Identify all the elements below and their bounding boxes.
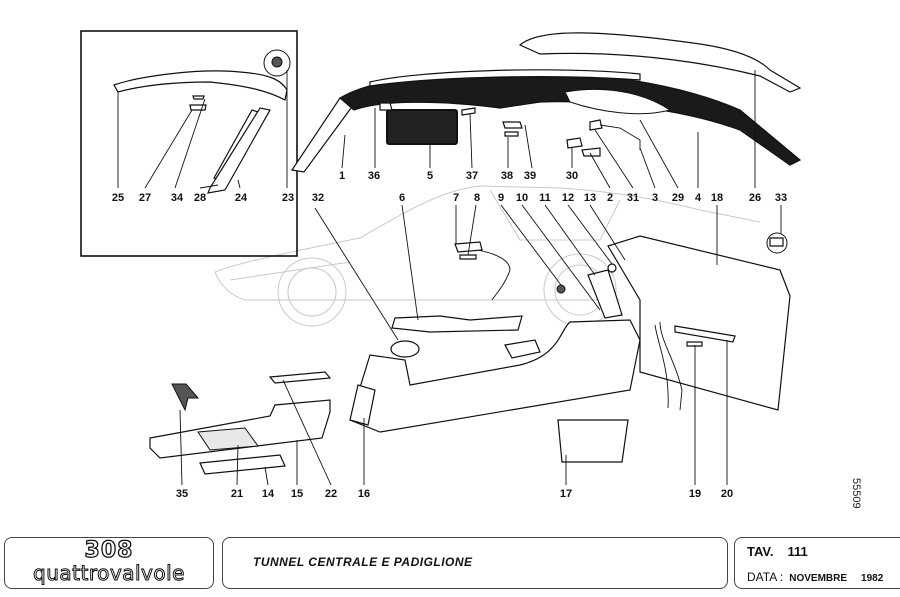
- part-label-31[interactable]: 31: [627, 192, 639, 204]
- part-label-10[interactable]: 10: [516, 192, 528, 204]
- floor-trim-pieces: [149, 371, 332, 475]
- part-label-38[interactable]: 38: [501, 170, 513, 182]
- center-tunnel-console: [349, 241, 641, 433]
- part-label-14[interactable]: 14: [262, 488, 275, 500]
- part-label-20[interactable]: 20: [721, 488, 733, 500]
- part-label-16[interactable]: 16: [358, 488, 370, 500]
- part-label-5[interactable]: 5: [427, 170, 433, 182]
- part-label-32[interactable]: 32: [312, 192, 324, 204]
- exploded-parts-diagram: 1 36 5 37 38 39 30 2 31 3 29 4 18 26 33 …: [80, 30, 802, 500]
- date-month: NOVEMBRE: [789, 573, 848, 584]
- plate-date: DATA : NOVEMBRE 1982: [747, 570, 883, 584]
- title-box: TUNNEL CENTRALE E PADIGLIONE: [222, 537, 728, 589]
- part-label-9[interactable]: 9: [498, 192, 504, 204]
- side-trim-panel: [557, 232, 791, 463]
- part-label-1[interactable]: 1: [339, 170, 345, 182]
- headliner-assembly: [290, 32, 802, 173]
- part-label-25[interactable]: 25: [112, 192, 124, 204]
- part-label-19[interactable]: 19: [689, 488, 701, 500]
- part-label-36[interactable]: 36: [368, 170, 380, 182]
- date-year: 1982: [861, 573, 884, 584]
- part-label-18[interactable]: 18: [711, 192, 723, 204]
- logo-box: 308 quattrovalvole: [4, 537, 214, 589]
- part-label-39[interactable]: 39: [524, 170, 536, 182]
- part-label-22[interactable]: 22: [325, 488, 337, 500]
- part-label-15[interactable]: 15: [291, 488, 303, 500]
- part-label-12[interactable]: 12: [562, 192, 574, 204]
- part-label-6[interactable]: 6: [399, 192, 405, 204]
- part-label-34[interactable]: 34: [171, 192, 184, 204]
- part-label-29[interactable]: 29: [672, 192, 684, 204]
- part-label-11[interactable]: 11: [539, 192, 551, 204]
- part-label-23[interactable]: 23: [282, 192, 294, 204]
- part-label-28[interactable]: 28: [194, 192, 206, 204]
- part-label-37[interactable]: 37: [466, 170, 478, 182]
- plate-info-box: TAV. 111 DATA : NOVEMBRE 1982: [734, 537, 900, 589]
- part-label-4[interactable]: 4: [695, 192, 702, 204]
- part-label-27[interactable]: 27: [139, 192, 151, 204]
- plate-title: TUNNEL CENTRALE E PADIGLIONE: [253, 555, 473, 569]
- leader-lines: [117, 70, 782, 486]
- detail-inset: [80, 30, 298, 257]
- tav-label: TAV.: [747, 544, 774, 559]
- part-label-17[interactable]: 17: [560, 488, 572, 500]
- date-label: DATA :: [747, 570, 784, 584]
- logo-model: 308: [84, 538, 134, 563]
- part-label-2[interactable]: 2: [607, 192, 613, 204]
- part-label-21[interactable]: 21: [231, 488, 243, 500]
- part-label-33[interactable]: 33: [775, 192, 787, 204]
- plate-number: TAV. 111: [747, 544, 808, 559]
- tav-number: 111: [787, 544, 808, 559]
- part-label-3[interactable]: 3: [652, 192, 658, 204]
- part-label-13[interactable]: 13: [584, 192, 596, 204]
- part-label-26[interactable]: 26: [749, 192, 761, 204]
- part-number-labels: 1 36 5 37 38 39 30 2 31 3 29 4 18 26 33 …: [112, 170, 787, 500]
- part-label-30[interactable]: 30: [566, 170, 578, 182]
- part-label-35[interactable]: 35: [176, 488, 188, 500]
- drawing-number: 55509: [850, 478, 862, 509]
- part-label-8[interactable]: 8: [474, 192, 480, 204]
- logo-subtitle: quattrovalvole: [33, 561, 185, 585]
- part-label-7[interactable]: 7: [453, 192, 459, 204]
- part-label-24[interactable]: 24: [235, 192, 248, 204]
